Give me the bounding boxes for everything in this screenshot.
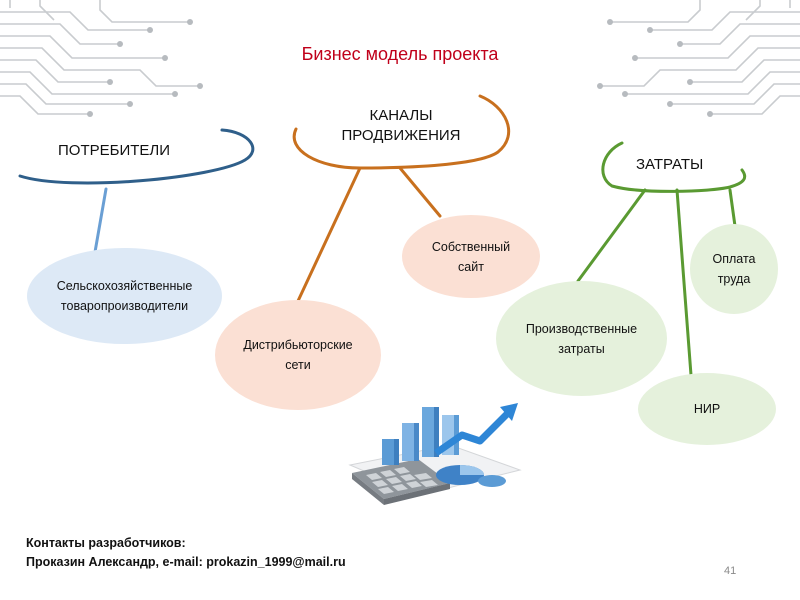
consumers-brace bbox=[18, 128, 255, 185]
node-distrib-line2: сети bbox=[285, 358, 311, 372]
node-site-line2: сайт bbox=[458, 259, 484, 274]
node-production-line2: затраты bbox=[558, 341, 605, 356]
heading-channels-line1: КАНАЛЫ bbox=[369, 107, 433, 124]
node-production-costs: Производственные затраты bbox=[496, 281, 667, 396]
node-rnd: НИР bbox=[638, 373, 776, 445]
contacts-author-email: Проказин Александр, e-mail: prokazin_199… bbox=[26, 555, 346, 569]
node-own-website: Собственный сайт bbox=[402, 215, 540, 298]
finance-chart-illustration bbox=[348, 403, 522, 505]
costs-connector-rnd bbox=[675, 188, 693, 377]
node-site-line1: Собственный bbox=[431, 239, 511, 254]
costs-brace bbox=[601, 141, 747, 193]
node-distributor-networks: Дистрибьюторские сети bbox=[215, 300, 381, 410]
costs-connector-production bbox=[576, 188, 647, 283]
heading-costs: ЗАТРАТЫ bbox=[636, 156, 704, 173]
channels-brace bbox=[292, 94, 511, 170]
consumers-connector bbox=[93, 187, 108, 254]
node-rnd-label: НИР bbox=[693, 402, 721, 416]
node-labor-pay: Оплата труда bbox=[690, 224, 778, 314]
node-agri-line2: товаропроизводители bbox=[60, 299, 189, 313]
node-distrib-line1: Дистрибьюторские bbox=[243, 338, 353, 352]
node-agricultural-producers: Сельскохозяйственные товаропроизводители bbox=[27, 248, 222, 344]
slide-title: Бизнес модель проекта bbox=[301, 44, 499, 64]
node-labor-line2: труда bbox=[717, 272, 751, 286]
node-labor-line1: Оплата bbox=[712, 252, 756, 266]
channels-connector-distrib bbox=[296, 166, 362, 303]
heading-channels: КАНАЛЫ ПРОДВИЖЕНИЯ bbox=[330, 106, 472, 146]
circuit-decoration-right bbox=[597, 0, 800, 117]
contacts-heading: Контакты разработчиков: bbox=[26, 536, 186, 550]
page-number: 41 bbox=[724, 565, 737, 577]
circuit-decoration-left bbox=[0, 0, 203, 117]
heading-consumers: ПОТРЕБИТЕЛИ bbox=[58, 142, 171, 159]
costs-connector-labor bbox=[728, 188, 737, 228]
node-production-line1: Производственные bbox=[525, 321, 638, 336]
contacts-block: Контакты разработчиков: Проказин Алексан… bbox=[26, 534, 346, 572]
heading-channels-line2: ПРОДВИЖЕНИЯ bbox=[341, 127, 461, 144]
channels-connector-site bbox=[398, 166, 442, 218]
node-agri-line1: Сельскохозяйственные bbox=[56, 279, 193, 293]
